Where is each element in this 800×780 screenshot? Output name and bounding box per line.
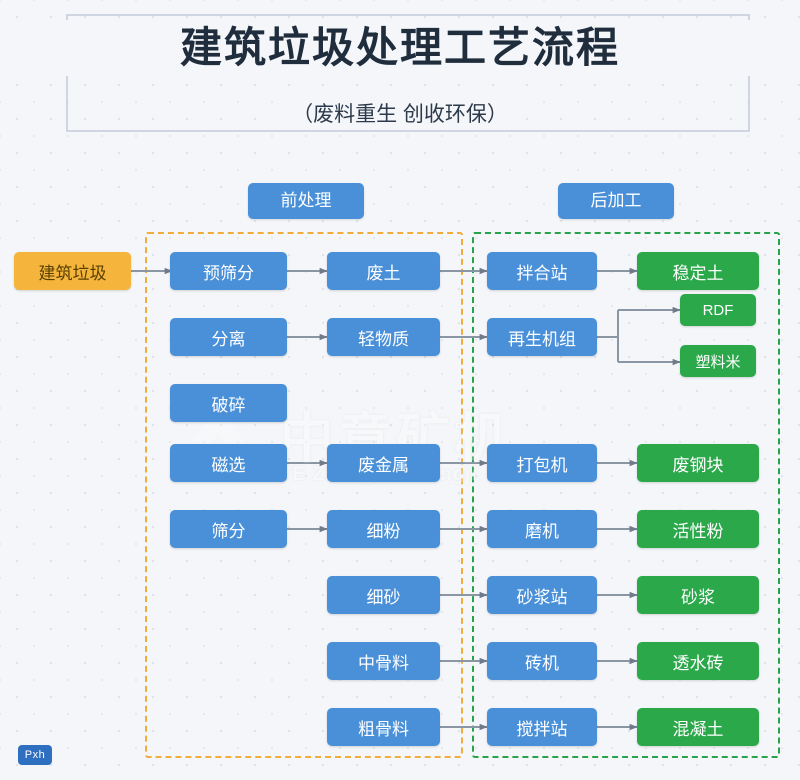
page-title-text: 建筑垃圾处理工艺流程 [165,20,634,76]
node-pre-light-material[interactable]: 轻物质 [327,318,440,356]
node-pre-fine-powder[interactable]: 细粉 [327,510,440,548]
region-pretreatment [145,232,463,758]
region-postprocessing [472,232,780,758]
node-product-active-powder[interactable]: 活性粉 [637,510,759,548]
section-header-pretreatment: 前处理 [248,183,364,219]
node-product-concrete[interactable]: 混凝土 [637,708,759,746]
node-product-mortar[interactable]: 砂浆 [637,576,759,614]
node-post-mortar-station[interactable]: 砂浆站 [487,576,597,614]
node-pre-coarse-aggregate[interactable]: 粗骨料 [327,708,440,746]
node-pre-crushing[interactable]: 破碎 [170,384,287,422]
node-pre-fine-sand[interactable]: 细砂 [327,576,440,614]
section-header-postprocessing: 后加工 [558,183,674,219]
page-subtitle: （废料重生 创收环保） [0,98,800,128]
node-post-stirring-station[interactable]: 搅拌站 [487,708,597,746]
node-product-permeable-brick[interactable]: 透水砖 [637,642,759,680]
node-source-construction-waste[interactable]: 建筑垃圾 [14,252,131,290]
page-title: 建筑垃圾处理工艺流程 [0,20,800,76]
node-pre-separation[interactable]: 分离 [170,318,287,356]
node-post-recycling-unit[interactable]: 再生机组 [487,318,597,356]
node-pre-magnetic-separation[interactable]: 磁选 [170,444,287,482]
node-product-plastic-pellets[interactable]: 塑料米 [680,345,756,377]
node-product-scrap-steel[interactable]: 废钢块 [637,444,759,482]
node-pre-presieving[interactable]: 预筛分 [170,252,287,290]
node-pre-medium-aggregate[interactable]: 中骨料 [327,642,440,680]
corner-badge: Pxh [18,745,52,765]
node-post-baler[interactable]: 打包机 [487,444,597,482]
page-subtitle-text: （废料重生 创收环保） [280,98,520,128]
node-post-brick-machine[interactable]: 砖机 [487,642,597,680]
node-product-stabilized-soil[interactable]: 稳定土 [637,252,759,290]
node-pre-waste-soil[interactable]: 废土 [327,252,440,290]
node-pre-scrap-metal[interactable]: 废金属 [327,444,440,482]
node-post-mixing-station[interactable]: 拌合站 [487,252,597,290]
node-pre-screening[interactable]: 筛分 [170,510,287,548]
node-product-rdf[interactable]: RDF [680,294,756,326]
node-post-grinding-mill[interactable]: 磨机 [487,510,597,548]
